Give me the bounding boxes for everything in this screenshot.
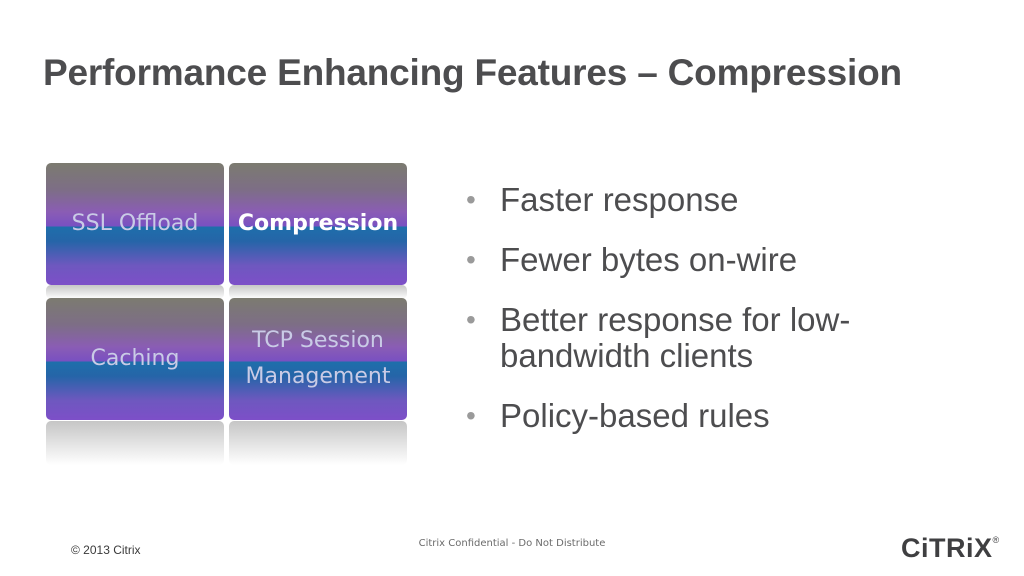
bullet-item: • Policy-based rules: [466, 398, 926, 434]
tile-reflection: [229, 285, 407, 299]
tile-reflection: [46, 285, 224, 299]
registered-mark: ®: [992, 535, 1000, 545]
slide-title: Performance Enhancing Features – Compres…: [43, 52, 902, 93]
bullet-item: • Better response for low-bandwidth clie…: [466, 302, 926, 374]
tile-reflection: [229, 421, 407, 465]
bullet-text: Better response for low-bandwidth client…: [500, 301, 851, 374]
tile-reflection: [46, 421, 224, 465]
tile-compression[interactable]: Compression: [229, 163, 407, 285]
confidential-notice: Citrix Confidential - Do Not Distribute: [418, 538, 606, 549]
bullet-icon: •: [466, 304, 476, 335]
bullet-icon: •: [466, 184, 476, 215]
bullet-item: • Faster response: [466, 182, 926, 218]
bullet-icon: •: [466, 244, 476, 275]
tile-label: Compression: [237, 211, 399, 236]
tile-caching[interactable]: Caching: [46, 298, 224, 420]
bullet-icon: •: [466, 400, 476, 431]
bullet-item: • Fewer bytes on-wire: [466, 242, 926, 278]
citrix-logo: CiTRiX®: [901, 533, 1000, 564]
bullet-text: Faster response: [500, 181, 739, 218]
tile-ssl-offload[interactable]: SSL Offload: [46, 163, 224, 285]
bullet-text: Fewer bytes on-wire: [500, 241, 798, 278]
tile-label: TCP Session Management: [245, 328, 391, 389]
tile-label: Caching: [90, 346, 180, 371]
tile-label: SSL Offload: [71, 211, 199, 236]
bullet-text: Policy-based rules: [500, 397, 770, 434]
bullet-list: • Faster response • Fewer bytes on-wire …: [466, 182, 926, 458]
copyright-text: © 2013 Citrix: [71, 543, 141, 557]
tile-tcp-session-management[interactable]: TCP Session Management: [229, 298, 407, 420]
logo-text: CiTRiX: [901, 533, 993, 563]
